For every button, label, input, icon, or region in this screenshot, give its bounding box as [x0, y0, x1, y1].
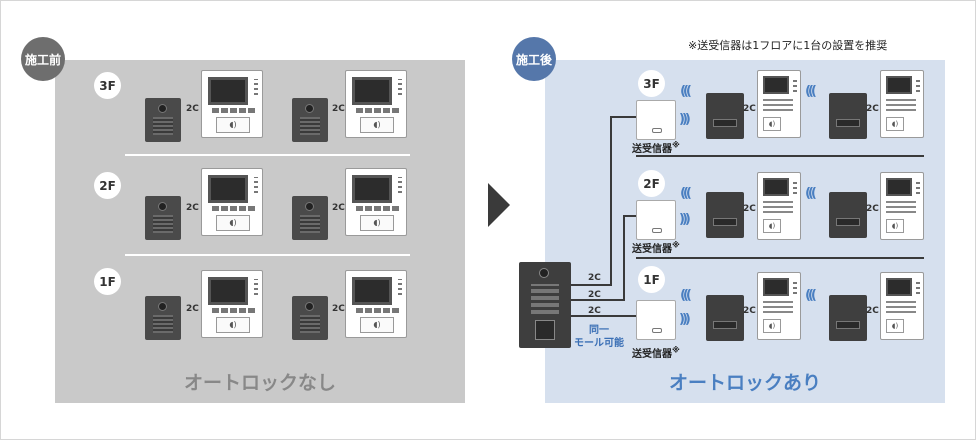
- after-floor-3f: 3F: [638, 70, 665, 97]
- wire-label: 2C: [186, 203, 199, 213]
- transmitter: [636, 200, 676, 240]
- door-station: [145, 196, 181, 240]
- transmitter-label: 送受信器※: [632, 240, 680, 255]
- nfc-card-icon: ◖): [360, 317, 394, 333]
- wire-label: 2C: [743, 306, 756, 316]
- nfc-card-icon: ◖): [216, 117, 250, 133]
- after-floor-1f: 1F: [638, 266, 665, 293]
- nfc-card-icon: ◖): [886, 219, 904, 233]
- indoor-monitor: ◖): [880, 70, 924, 138]
- wireless-signal-icon: ))): [679, 212, 691, 227]
- before-floor-3f: 3F: [94, 72, 121, 99]
- wireless-signal-icon: ))): [808, 186, 817, 201]
- lock-unit: [829, 295, 867, 341]
- wire-label: 2C: [186, 104, 199, 114]
- wire-label: 2C: [588, 273, 601, 283]
- wire-label: 2C: [866, 204, 879, 214]
- door-station: [292, 196, 328, 240]
- door-station: [145, 98, 181, 142]
- lock-unit: [829, 93, 867, 139]
- nfc-card-icon: ◖): [360, 215, 394, 231]
- indoor-monitor: ◖): [345, 270, 407, 338]
- door-station: [145, 296, 181, 340]
- indoor-monitor: ◖): [880, 272, 924, 340]
- wire-label: 2C: [866, 306, 879, 316]
- indoor-monitor: ◖): [757, 172, 801, 240]
- nfc-card-icon: ◖): [216, 215, 250, 231]
- wire-label: 2C: [332, 104, 345, 114]
- wireless-signal-icon: ))): [679, 312, 691, 327]
- before-floor-divider: [125, 154, 410, 156]
- lock-unit: [706, 192, 744, 238]
- nfc-card-icon: ◖): [886, 117, 904, 131]
- indoor-monitor: ◖): [345, 70, 407, 138]
- wireless-signal-icon: ))): [808, 288, 817, 303]
- lock-unit: [829, 192, 867, 238]
- indoor-monitor: ◖): [880, 172, 924, 240]
- transmitter-label: 送受信器※: [632, 345, 680, 360]
- right-arrow-icon: [488, 183, 510, 227]
- wireless-signal-icon: ))): [679, 112, 691, 127]
- wire-label: 2C: [332, 304, 345, 314]
- indoor-monitor: ◖): [757, 272, 801, 340]
- lock-unit: [706, 93, 744, 139]
- transmitter-note: ※送受信器は1フロアに1台の設置を推奨: [688, 39, 888, 52]
- door-station: [292, 296, 328, 340]
- nfc-card-icon: ◖): [216, 317, 250, 333]
- before-caption: オートロックなし: [183, 372, 336, 394]
- wire-label: 2C: [588, 306, 601, 316]
- after-floor-2f: 2F: [638, 170, 665, 197]
- wire-label: 2C: [866, 104, 879, 114]
- after-badge: 施工後: [512, 37, 556, 81]
- indoor-monitor: ◖): [201, 168, 263, 236]
- nfc-card-icon: ◖): [886, 319, 904, 333]
- wireless-signal-icon: ))): [683, 288, 692, 303]
- indoor-monitor: ◖): [345, 168, 407, 236]
- same-mall-note: 同一モール可能: [574, 325, 624, 349]
- entrance-station: [519, 262, 571, 348]
- wireless-signal-icon: ))): [683, 186, 692, 201]
- door-station: [292, 98, 328, 142]
- transmitter: [636, 100, 676, 140]
- wire-label: 2C: [588, 290, 601, 300]
- wire-label: 2C: [743, 104, 756, 114]
- transmitter-label: 送受信器※: [632, 140, 680, 155]
- nfc-card-icon: ◖): [763, 319, 781, 333]
- before-floor-1f: 1F: [94, 268, 121, 295]
- wire-label: 2C: [332, 203, 345, 213]
- before-badge: 施工前: [21, 37, 65, 81]
- indoor-monitor: ◖): [757, 70, 801, 138]
- indoor-monitor: ◖): [201, 270, 263, 338]
- indoor-monitor: ◖): [201, 70, 263, 138]
- wireless-signal-icon: ))): [808, 84, 817, 99]
- nfc-card-icon: ◖): [763, 117, 781, 131]
- wire-label: 2C: [186, 304, 199, 314]
- transmitter: [636, 300, 676, 340]
- before-floor-2f: 2F: [94, 172, 121, 199]
- before-floor-divider: [125, 254, 410, 256]
- nfc-card-icon: ◖): [763, 219, 781, 233]
- nfc-card-icon: ◖): [360, 117, 394, 133]
- wire-label: 2C: [743, 204, 756, 214]
- after-caption: オートロックあり: [668, 372, 821, 394]
- lock-unit: [706, 295, 744, 341]
- wireless-signal-icon: ))): [683, 84, 692, 99]
